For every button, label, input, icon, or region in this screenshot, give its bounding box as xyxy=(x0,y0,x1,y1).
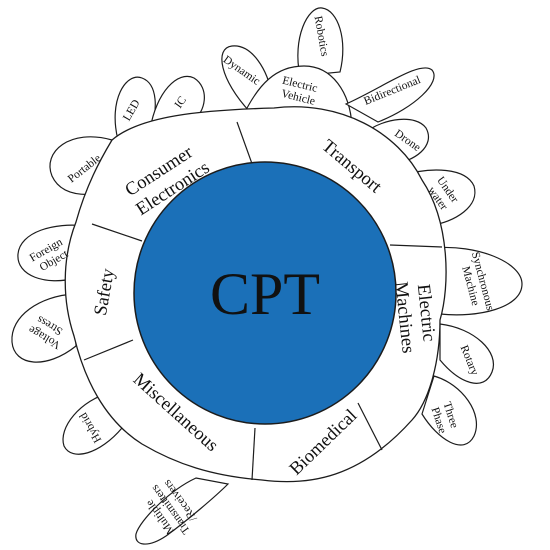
petal-multiple xyxy=(135,477,230,545)
petal-rotary xyxy=(439,323,495,384)
petal-robotics xyxy=(297,7,344,77)
center-label: CPT xyxy=(210,261,320,327)
petal-threephase xyxy=(421,375,477,446)
cpt-core xyxy=(133,161,397,425)
petal-bidirectional xyxy=(344,67,435,123)
petal-synchronous xyxy=(433,246,523,316)
petal-voltage xyxy=(11,293,77,363)
